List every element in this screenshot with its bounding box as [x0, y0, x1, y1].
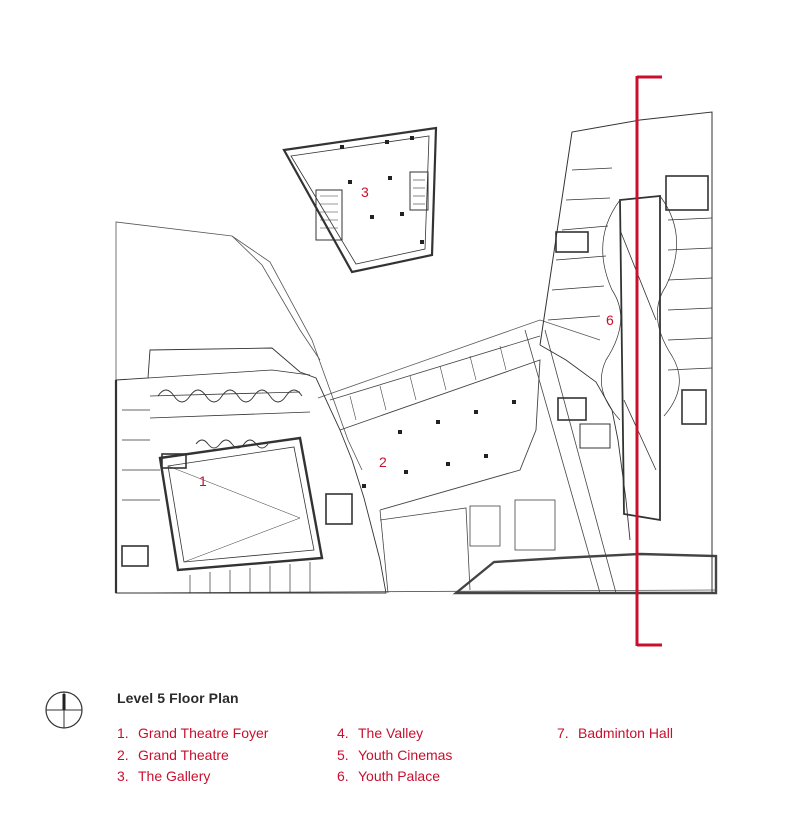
- central-hall: [329, 329, 718, 595]
- legend-item: 7.Badminton Hall: [557, 725, 673, 741]
- room-label-3: 3: [361, 184, 369, 200]
- legend-column-2: 4.The Valley 5.Youth Cinemas 6.Youth Pal…: [337, 725, 452, 790]
- section-cut-line: [635, 75, 662, 647]
- legend-title: Level 5 Floor Plan: [117, 690, 239, 706]
- floor-plan-drawing: 1 2 3 6: [114, 75, 718, 647]
- compass-north-icon: [45, 691, 83, 729]
- legend-item: 4.The Valley: [337, 725, 424, 741]
- youth-palace-building: [539, 111, 713, 593]
- gallery-block: [282, 126, 438, 274]
- legend-item: 5.Youth Cinemas: [337, 746, 453, 763]
- gallery-columns: [340, 136, 424, 244]
- room-label-2: 2: [379, 454, 387, 470]
- room-label-6: 6: [606, 312, 614, 328]
- theatre-building: [114, 347, 387, 594]
- legend-item: 2.Grand Theatre: [117, 746, 229, 763]
- legend-item: 1.Grand Theatre Foyer: [117, 725, 269, 741]
- legend-column-3: 7.Badminton Hall: [557, 725, 673, 747]
- hall-columns: [362, 400, 516, 488]
- site-outline: [115, 221, 717, 594]
- legend-item: 6.Youth Palace: [337, 768, 440, 784]
- room-label-1: 1: [199, 473, 207, 489]
- legend-item: 3.The Gallery: [117, 768, 211, 784]
- legend-column-1: 1.Grand Theatre Foyer 2.Grand Theatre 3.…: [117, 725, 268, 790]
